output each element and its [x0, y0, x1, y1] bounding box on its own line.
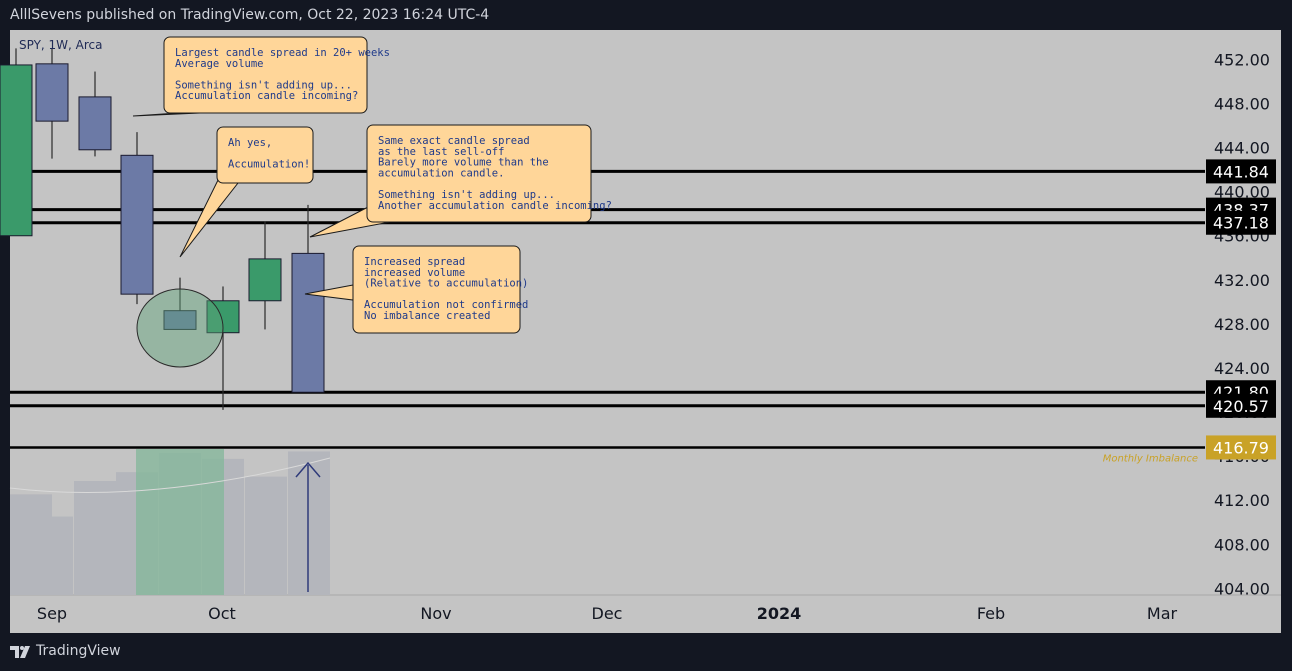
- candle: [248, 221, 282, 330]
- candle-body: [120, 154, 154, 295]
- accumulation-circle: [136, 288, 224, 368]
- candle-body: [163, 310, 197, 330]
- volume-highlight: [136, 449, 224, 595]
- x-tick-label: Oct: [208, 604, 236, 623]
- y-tick-label: 448.00: [1214, 95, 1270, 114]
- callout-text-line: (Relative to accumulation): [364, 278, 528, 290]
- x-tick-label: Dec: [592, 604, 623, 623]
- tradingview-brand[interactable]: TradingView: [36, 643, 121, 659]
- y-tick-label: 408.00: [1214, 535, 1270, 554]
- callout-text-line: as the last sell-off: [378, 146, 504, 158]
- level-label: 416.79: [1213, 438, 1269, 457]
- chart[interactable]: 404.00408.00412.00416.00420.00424.00428.…: [0, 0, 1292, 633]
- callout-box: [163, 36, 368, 114]
- candle-body: [35, 63, 69, 122]
- candle-body: [248, 258, 282, 302]
- level-label: 437.18: [1213, 214, 1269, 233]
- y-tick-label: 428.00: [1214, 315, 1270, 334]
- candle: [0, 48, 33, 237]
- volume-bar: [245, 476, 287, 595]
- callout-text-line: Accumulation candle incoming?: [175, 90, 358, 102]
- y-tick-label: 440.00: [1214, 183, 1270, 202]
- volume-bar: [74, 481, 116, 595]
- volume-arrow-icon: [295, 461, 321, 478]
- level-label-box: [1206, 435, 1276, 460]
- candle-body: [0, 64, 33, 237]
- price-axis: [1205, 30, 1281, 595]
- callout-text-line: Accumulation not confirmed: [364, 299, 528, 311]
- time-axis: [10, 595, 1281, 633]
- tradingview-logo-icon[interactable]: [10, 644, 32, 660]
- x-tick-label: Mar: [1147, 604, 1178, 623]
- callout-text-line: Something isn't adding up...: [378, 189, 555, 201]
- level-caption: Monthly Imbalance: [1103, 453, 1198, 464]
- callout-text-line: Barely more volume than the: [378, 157, 549, 169]
- volume-pane: [9, 449, 331, 595]
- x-tick-label: Nov: [420, 604, 451, 623]
- x-tick-label: 2024: [757, 604, 802, 623]
- y-tick-label: 404.00: [1214, 579, 1270, 598]
- candle-body: [78, 96, 112, 151]
- callout-text-line: Average volume: [175, 58, 264, 70]
- callout-box: [366, 124, 592, 223]
- candle-body: [291, 252, 325, 393]
- callout-text-line: increased volume: [364, 267, 465, 279]
- callout-box: [216, 126, 314, 184]
- y-tick-label: 452.00: [1214, 50, 1270, 69]
- level-label-box: [1206, 159, 1276, 184]
- callout-text-line: accumulation candle.: [378, 167, 504, 179]
- candle: [163, 277, 197, 330]
- symbol-label: SPY, 1W, Arca: [19, 38, 103, 52]
- volume-bar: [288, 451, 330, 595]
- x-tick-label: Sep: [37, 604, 67, 623]
- level-label-box: [1206, 210, 1276, 235]
- publisher-line: AlllSevens published on TradingView.com,…: [10, 7, 490, 23]
- candle: [78, 71, 112, 157]
- callout-text-line: Something isn't adding up...: [175, 79, 352, 91]
- level-label: 420.57: [1213, 397, 1269, 416]
- candle: [291, 204, 325, 393]
- x-tick-label: Feb: [977, 604, 1005, 623]
- y-tick-label: 412.00: [1214, 491, 1270, 510]
- callout-text-line: Ah yes,: [228, 137, 272, 149]
- callout-text-line: Another accumulation candle incoming?: [378, 200, 612, 212]
- top-bar: AlllSevens published on TradingView.com,…: [0, 0, 1292, 30]
- callout-text-line: Increased spread: [364, 256, 465, 268]
- callout-box: [352, 245, 521, 334]
- y-tick-label: 444.00: [1214, 139, 1270, 158]
- callout-text-line: Accumulation!: [228, 159, 310, 171]
- callout-2: Ah yes, Accumulation!: [179, 126, 314, 258]
- volume-bar: [31, 516, 73, 595]
- y-tick-label: 432.00: [1214, 271, 1270, 290]
- y-tick-label: 424.00: [1214, 359, 1270, 378]
- level-label-box: [1206, 393, 1276, 418]
- callout-text-line: Largest candle spread in 20+ weeks: [175, 47, 390, 59]
- callout-1: Largest candle spread in 20+ weeksAverag…: [132, 36, 390, 117]
- callout-text-line: Same exact candle spread: [378, 135, 530, 147]
- candle: [120, 132, 154, 305]
- level-label: 441.84: [1213, 162, 1269, 181]
- volume-ma-line: [9, 457, 331, 494]
- bottom-bar: TradingView: [0, 633, 1292, 671]
- callout-text-line: No imbalance created: [364, 310, 490, 322]
- candle: [35, 48, 69, 159]
